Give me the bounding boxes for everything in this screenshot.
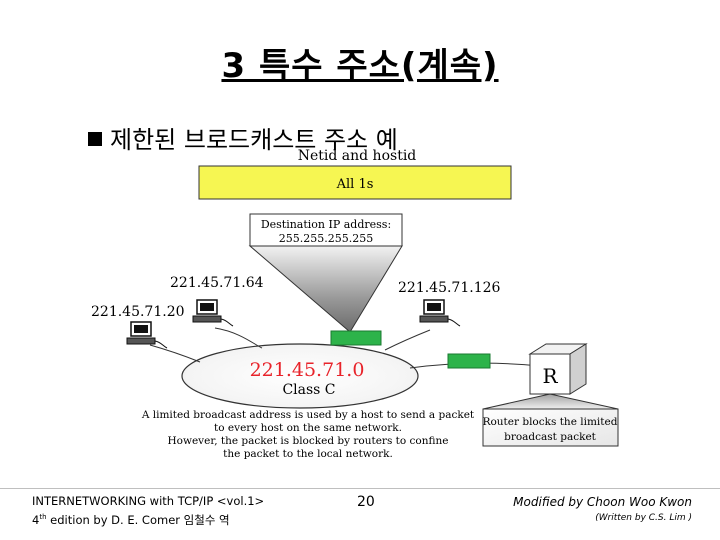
slide-title: 3 특수 주소(계속) [221, 46, 499, 86]
footer-credits: INTERNETWORKING with TCP/IP <vol.1> 4th … [32, 493, 264, 528]
bullet-text: 제한된 브로드캐스트 주소 예 [110, 126, 398, 154]
destination-callout-box [249, 213, 403, 247]
packet [330, 330, 382, 346]
bullet-item: 제한된 브로드캐스트 주소 예 [88, 120, 398, 155]
footer-divider [0, 488, 720, 489]
footer-written-by: (Written by C.S. Lim ) [595, 513, 692, 523]
router-note-box [482, 408, 619, 447]
caption-line: However, the packet is blocked by router… [168, 435, 449, 447]
host-label: 221.45.71.64 [170, 275, 264, 291]
page-number: 20 [357, 494, 375, 510]
host-label: 221.45.71.126 [398, 280, 501, 296]
host-computer-icon [126, 321, 168, 349]
destination-label: Destination IP address: [261, 218, 391, 231]
host-link [149, 344, 201, 363]
host-computer-icon [419, 299, 461, 327]
bullet-square-icon [88, 132, 102, 146]
footer-book-title: INTERNETWORKING with TCP/IP <vol.1> [32, 494, 265, 508]
footer-author: Modified by Choon Woo Kwon (Written by C… [513, 493, 692, 525]
callout-beam [248, 245, 403, 333]
footer-modified-by: Modified by Choon Woo Kwon [513, 495, 692, 509]
network-class: Class C [282, 382, 335, 398]
caption-line: the packet to the local network. [223, 448, 393, 460]
network-address: 221.45.71.0 [250, 359, 365, 381]
host-computer-icon [192, 299, 234, 327]
router-label: R [542, 364, 558, 388]
router-note-line: Router blocks the limited [483, 416, 618, 428]
header-label: Netid and hostid [298, 148, 417, 164]
caption-line: A limited broadcast address is used by a… [141, 409, 475, 421]
all-ones-label: All 1s [336, 177, 374, 192]
caption-line: to every host on the same network. [214, 422, 402, 434]
destination-address: 255.255.255.255 [279, 232, 373, 245]
all-ones-box [198, 165, 512, 200]
router-note-beam [482, 393, 619, 410]
host-link [384, 329, 431, 351]
packet [447, 353, 491, 369]
router-note-line: broadcast packet [504, 431, 597, 443]
host-label: 221.45.71.20 [91, 304, 185, 320]
network-ellipse [181, 343, 419, 409]
footer-edition: 4th edition by D. E. Comer 임철수 역 [32, 512, 230, 527]
host-link [214, 327, 263, 349]
router-icon [528, 343, 588, 395]
